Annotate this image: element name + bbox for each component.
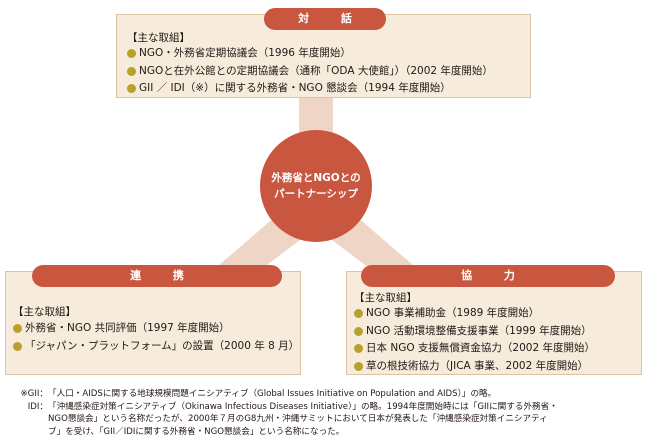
item-text: 外務省・NGO 共同評価（1997 年度開始） (25, 322, 230, 334)
item-text: 「ジャパン・プラットフォーム」の設置（2000 年 8 月） (25, 339, 300, 352)
list-item: GII ／ IDI（※）に関する外務省・NGO 懇談会（1994 年度開始） (127, 80, 493, 98)
taiwa-box: 対 話 【主な取組】 NGO・外務省定期協議会（1996 年度開始） NGOと在… (116, 8, 531, 98)
bullet-icon (13, 324, 22, 334)
renkei-item-list: 外務省・NGO 共同評価（1997 年度開始） 「ジャパン・プラットフォーム」の… (13, 320, 299, 355)
footnotes: ※GII：「人口・AIDSに関する地球規模問題イニシアティブ（Global Is… (6, 388, 644, 438)
footnote-text: 「人口・AIDSに関する地球規模問題イニシアティブ（Global Issues … (48, 389, 497, 399)
footnote-idi: IDI：「沖縄感染症対策イニシアティブ（Okinawa Infectious D… (6, 401, 644, 414)
taiwa-item-list: NGO・外務省定期協議会（1996 年度開始） NGOと在外公館との定期協議会（… (127, 45, 493, 98)
list-item: NGO・外務省定期協議会（1996 年度開始） (127, 45, 493, 63)
renkei-heading: 【主な取組】 (13, 306, 76, 318)
renkei-box: 連 携 【主な取組】 外務省・NGO 共同評価（1997 年度開始） 「ジャパン… (5, 265, 301, 375)
bullet-icon (127, 66, 136, 76)
renkei-title: 連 携 (32, 265, 282, 287)
footnote-label: ※GII： (20, 389, 48, 399)
footnote-text: ブ」を受け、「GII／IDIに関する外務省・NGO懇談会」という名称になった。 (48, 426, 345, 437)
list-item: 外務省・NGO 共同評価（1997 年度開始） (13, 320, 299, 338)
item-text: 草の根技術協力（JICA 事業、2002 年度開始） (366, 359, 589, 372)
kyoryoku-heading: 【主な取組】 (354, 292, 417, 304)
item-text: NGO 事業補助金（1989 年度開始） (366, 307, 540, 319)
item-text: NGOと在外公館との定期協議会（通称「ODA 大使館」）（2002 年度開始） (139, 64, 493, 77)
footnote-idi-continued: ブ」を受け、「GII／IDIに関する外務省・NGO懇談会」という名称になった。 (6, 426, 644, 439)
item-text: 日本 NGO 支援無償資金協力（2002 年度開始） (366, 342, 595, 354)
bullet-icon (127, 49, 136, 59)
partnership-title-line1: 外務省とNGOとの (271, 172, 361, 184)
kyoryoku-box: 協 力 【主な取組】 NGO 事業補助金（1989 年度開始） NGO 活動環境… (346, 265, 642, 375)
list-item: 日本 NGO 支援無償資金協力（2002 年度開始） (354, 340, 595, 358)
bullet-icon (354, 344, 363, 354)
item-text: NGO・外務省定期協議会（1996 年度開始） (139, 47, 351, 59)
footnote-gii: ※GII：「人口・AIDSに関する地球規模問題イニシアティブ（Global Is… (6, 388, 644, 401)
footnote-label: IDI： (27, 401, 48, 412)
bullet-icon (354, 309, 363, 319)
list-item: NGO 事業補助金（1989 年度開始） (354, 305, 595, 323)
footnote-text: NGO懇談会」という名称だったが、2000年７月のG8九州・沖縄サミットにおいて… (48, 414, 548, 424)
partnership-title-line2: パートナーシップ (274, 188, 358, 200)
bullet-icon (13, 341, 22, 351)
taiwa-heading: 【主な取組】 (127, 32, 190, 44)
bullet-icon (354, 361, 363, 371)
bullet-icon (354, 326, 363, 336)
list-item: 「ジャパン・プラットフォーム」の設置（2000 年 8 月） (13, 338, 299, 356)
item-text: NGO 活動環境整備支援事業（1999 年度開始） (366, 324, 592, 337)
partnership-circle: 外務省とNGOとの パートナーシップ (260, 130, 372, 242)
bullet-icon (127, 84, 136, 94)
taiwa-title: 対 話 (264, 8, 386, 30)
kyoryoku-title: 協 力 (361, 265, 615, 287)
footnote-text: 「沖縄感染症対策イニシアティブ（Okinawa Infectious Disea… (48, 401, 558, 412)
list-item: 草の根技術協力（JICA 事業、2002 年度開始） (354, 358, 595, 376)
list-item: NGOと在外公館との定期協議会（通称「ODA 大使館」）（2002 年度開始） (127, 63, 493, 81)
list-item: NGO 活動環境整備支援事業（1999 年度開始） (354, 323, 595, 341)
footnote-idi-continued: NGO懇談会」という名称だったが、2000年７月のG8九州・沖縄サミットにおいて… (6, 413, 644, 426)
item-text: GII ／ IDI（※）に関する外務省・NGO 懇談会（1994 年度開始） (139, 82, 451, 94)
kyoryoku-item-list: NGO 事業補助金（1989 年度開始） NGO 活動環境整備支援事業（1999… (354, 305, 595, 375)
